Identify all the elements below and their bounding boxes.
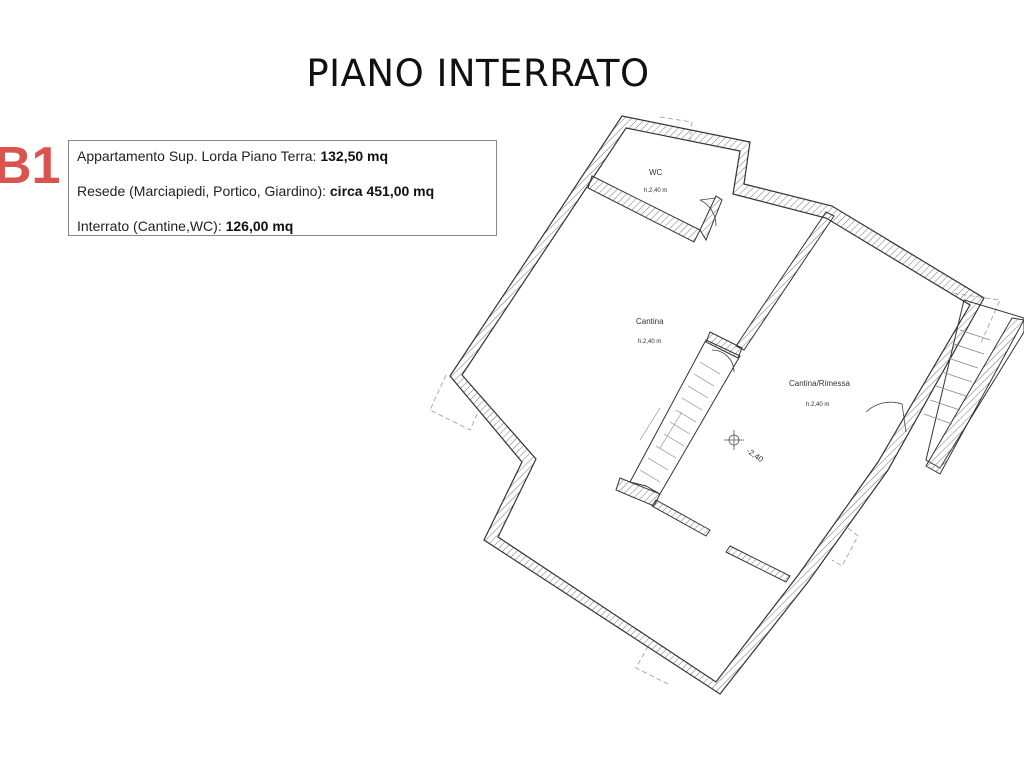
info-value: 132,50 mq <box>320 148 389 164</box>
room-name-cantina-rimessa: Cantina/Rimessa <box>789 379 850 388</box>
info-label: Interrato (Cantine,WC): <box>77 218 222 234</box>
info-label: Resede (Marciapiedi, Portico, Giardino): <box>77 183 326 199</box>
wc-walls <box>587 175 723 243</box>
info-value: 126,00 mq <box>225 218 294 234</box>
info-row-resede: Resede (Marciapiedi, Portico, Giardino):… <box>77 183 434 199</box>
info-row-apartment: Appartamento Sup. Lorda Piano Terra: 132… <box>77 148 388 164</box>
level-marker-icon <box>724 430 744 450</box>
area-info-box: Appartamento Sup. Lorda Piano Terra: 132… <box>68 140 497 236</box>
outer-wall <box>449 115 985 695</box>
page-title: PIANO INTERRATO <box>306 52 650 95</box>
unit-badge: B1 <box>0 137 61 195</box>
partition-wall <box>735 211 835 351</box>
room-name-wc: WC <box>649 168 663 177</box>
info-value: circa 451,00 mq <box>329 183 435 199</box>
side-stair <box>865 299 1024 475</box>
room-height-cantina: h.2,40 m <box>638 339 661 345</box>
lower-partition <box>651 499 791 583</box>
room-height-wc: h.2,40 m <box>644 188 667 194</box>
room-height-cantina-rimessa: h.2,40 m <box>806 402 829 408</box>
info-row-interrato: Interrato (Cantine,WC): 126,00 mq <box>77 218 293 234</box>
info-label: Appartamento Sup. Lorda Piano Terra: <box>77 148 317 164</box>
room-name-cantina: Cantina <box>636 317 664 326</box>
